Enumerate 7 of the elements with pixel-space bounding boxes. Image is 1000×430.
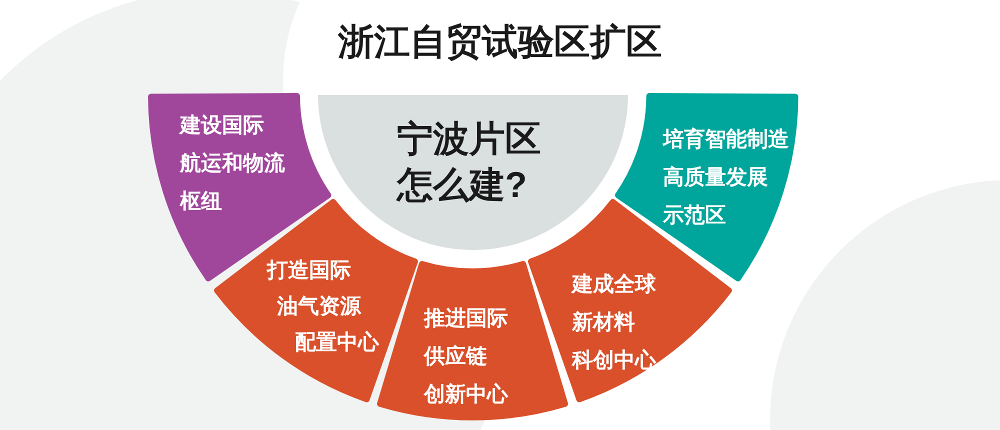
- sector-text: 建成全球新材料科创中心: [572, 272, 656, 374]
- sector-text: 建设国际航运和物流枢纽: [180, 112, 285, 215]
- sector-text: 推进国际供应链创新中心: [424, 306, 508, 408]
- sector-text: 宁波片区怎么建?: [397, 117, 541, 207]
- sector-text: 打造国际油气资源配置中心: [266, 258, 379, 356]
- title: 浙江自贸试验区扩区: [336, 20, 663, 64]
- sector-text: 培育智能制造高质量发展示范区: [662, 126, 789, 229]
